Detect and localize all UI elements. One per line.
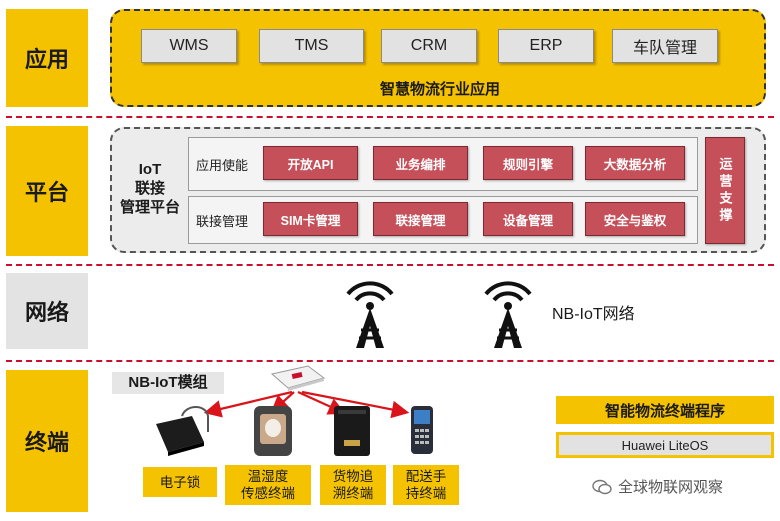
sensor-terminal-image: [254, 406, 292, 456]
layer-label-network: 网络: [6, 273, 88, 349]
layer-label-application: 应用: [6, 9, 88, 107]
watermark-text: 全球物联网观察: [618, 479, 724, 496]
row-label-enablement: 应用使能: [196, 157, 249, 173]
device-label-electronic-lock: 电子锁: [143, 467, 217, 497]
capability-security: 安全与鉴权: [585, 202, 685, 236]
platform-title: IoT 联接 管理平台: [112, 160, 188, 217]
app-system-wms: WMS: [141, 29, 237, 63]
capability-connection-management: 联接管理: [373, 202, 468, 236]
operations-support: 运营支撑: [705, 137, 745, 244]
layer-separator: [6, 264, 774, 266]
nbiot-module-image: [270, 365, 326, 391]
row-label-connection: 联接管理: [196, 213, 249, 229]
capability-open-api: 开放API: [263, 146, 358, 180]
os-label-text: Huawei LiteOS: [559, 435, 771, 455]
app-system-tms: TMS: [259, 29, 364, 63]
os-label: Huawei LiteOS: [556, 432, 774, 458]
layer-separator: [6, 360, 774, 362]
platform-title-line: IoT: [138, 161, 162, 178]
device-label-line: 溯终端: [332, 486, 374, 501]
layer-label-terminal: 终端: [6, 370, 88, 512]
terminal-program-label: 智能物流终端程序: [556, 396, 774, 424]
app-system-erp: ERP: [498, 29, 594, 63]
platform-title-line: 管理平台: [119, 199, 180, 216]
device-label-line: 传感终端: [241, 486, 295, 501]
capability-big-data: 大数据分析: [585, 146, 685, 180]
device-label-line: 电子锁: [159, 474, 201, 490]
device-label-sensor-terminal: 温湿度 传感终端: [225, 465, 311, 505]
handheld-terminal-image: [411, 406, 433, 454]
watermark: 全球物联网观察: [592, 476, 723, 497]
app-system-crm: CRM: [381, 29, 477, 63]
device-label-handheld-terminal: 配送手 持终端: [393, 465, 459, 505]
device-label-line: 货物追: [332, 469, 374, 484]
layer-separator: [6, 116, 774, 118]
platform-title-line: 联接: [134, 180, 165, 197]
tracking-terminal-image: [334, 406, 370, 456]
cell-tower-icon: [484, 281, 532, 348]
device-label-line: 配送手: [405, 469, 447, 484]
device-label-line: 温湿度: [247, 469, 289, 484]
device-label-line: 持终端: [405, 486, 447, 501]
cell-tower-icon: [346, 281, 394, 348]
layer-label-platform: 平台: [6, 126, 88, 256]
module-label: NB-IoT模组: [112, 372, 224, 394]
electronic-lock-image: [156, 406, 209, 456]
application-caption: 智慧物流行业应用: [379, 81, 500, 98]
app-system-fleet: 车队管理: [612, 29, 718, 63]
capability-device-management: 设备管理: [483, 202, 573, 236]
capability-rule-engine: 规则引擎: [483, 146, 573, 180]
wechat-icon: [592, 479, 612, 494]
network-label: NB-IoT网络: [552, 306, 635, 323]
capability-sim-management: SIM卡管理: [263, 202, 358, 236]
device-label-tracking-terminal: 货物追 溯终端: [320, 465, 386, 505]
capability-orchestration: 业务编排: [373, 146, 468, 180]
